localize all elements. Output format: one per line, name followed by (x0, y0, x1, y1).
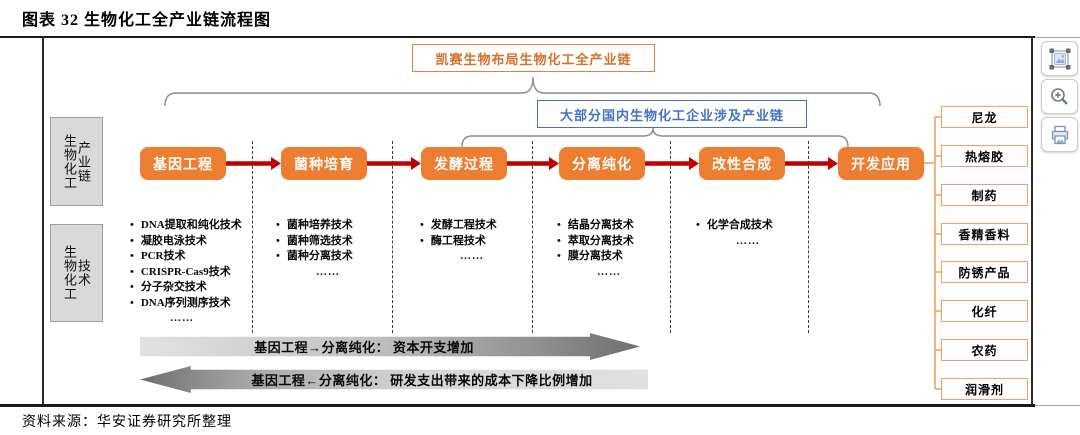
zoom-in-button[interactable] (1041, 79, 1078, 114)
top-rule (0, 36, 1035, 38)
dashed-separator (670, 141, 671, 333)
tech-item: 结晶分离技术 (557, 218, 634, 234)
tech-item: 酶工程技术 (420, 234, 497, 250)
app-chemical-fiber: 化纤 (941, 300, 1028, 322)
source-note: 资料来源：华安证券研究所整理 (22, 415, 232, 430)
tech-item: 分子杂交技术 (130, 280, 242, 296)
side-label-industry-chain: 生物化工 产业链 (50, 117, 103, 206)
tech-more: …… (460, 250, 484, 262)
stage-gene-engineering: 基因工程 (140, 147, 226, 180)
tech-item: DNA提取和纯化技术 (130, 218, 242, 234)
tech-item: 菌种培养技术 (276, 218, 353, 234)
dashed-separator (392, 141, 393, 333)
stage-strain-cultivation: 菌种培育 (281, 147, 367, 180)
tech-item: 化学合成技术 (696, 218, 773, 234)
capex-increase-label: 基因工程→分离纯化： 资本开支增加 (254, 340, 474, 355)
dashed-separator (252, 141, 253, 333)
tech-item: 菌种分离技术 (276, 249, 353, 265)
print-image-button[interactable] (1041, 117, 1078, 152)
dashed-separator (808, 141, 809, 333)
tech-more: …… (316, 265, 340, 278)
cost-decrease-label: 基因工程←分离纯化： 研发支出带来的成本下降比例增加 (251, 373, 593, 388)
tech-item: 凝胶电泳技术 (130, 234, 242, 250)
side-label-main: 生物化工 (62, 133, 77, 190)
tech-list-separation: 结晶分离技术 萃取分离技术 膜分离技术 …… (557, 218, 634, 280)
app-antirust-products: 防锈产品 (941, 261, 1028, 283)
frame-right-line (1031, 36, 1033, 406)
banner-domestic-chain: 大部分国内生物化工企业涉及产业链 (537, 100, 807, 128)
app-pharmaceutical: 制药 (941, 184, 1028, 206)
tech-item: 发酵工程技术 (420, 218, 497, 234)
tech-item: DNA序列测序技术 (130, 296, 242, 312)
cost-decrease-arrow: 基因工程←分离纯化： 研发支出带来的成本下降比例增加 (140, 366, 648, 393)
stage-fermentation: 发酵过程 (421, 147, 507, 180)
tech-more: …… (170, 312, 194, 324)
print-image-icon (1051, 125, 1068, 144)
app-lubricant: 润滑剂 (941, 378, 1028, 400)
tech-item: 萃取分离技术 (557, 234, 634, 250)
tech-more: …… (736, 234, 760, 247)
image-select-button[interactable] (1041, 41, 1078, 76)
application-tree-lines (924, 116, 941, 390)
dashed-separator (532, 141, 533, 333)
brace-domestic-chain (461, 127, 849, 148)
app-hot-melt-adhesive: 热熔胶 (941, 145, 1028, 167)
tech-item: 菌种筛选技术 (276, 234, 353, 250)
stage-separation-purification: 分离纯化 (559, 147, 645, 180)
tech-list-gene-engineering: DNA提取和纯化技术 凝胶电泳技术 PCR技术 CRISPR-Cas9技术 分子… (130, 218, 242, 327)
app-pesticide: 农药 (941, 339, 1028, 361)
bottom-rule (0, 404, 1035, 407)
side-label-sub: 产业链 (76, 140, 91, 183)
tech-item: CRISPR-Cas9技术 (130, 265, 242, 281)
zoom-in-icon (1050, 87, 1068, 105)
tech-item: PCR技术 (130, 249, 242, 265)
tech-list-synthesis: 化学合成技术 …… (696, 218, 773, 249)
side-label-technology: 生物化工 技术 (50, 224, 103, 322)
app-nylon: 尼龙 (941, 106, 1028, 128)
bottom-rule-right (1035, 405, 1080, 406)
tech-list-strain-cultivation: 菌种培养技术 菌种筛选技术 菌种分离技术 …… (276, 218, 353, 280)
tech-item: 膜分离技术 (557, 249, 634, 265)
stage-development-application: 开发应用 (838, 147, 924, 180)
viewer-toolbar (1041, 41, 1078, 152)
banner-kaisai-chain: 凯赛生物布局生物化工全产业链 (412, 44, 655, 72)
capex-increase-arrow: 基因工程→分离纯化： 资本开支增加 (140, 333, 640, 360)
tech-list-fermentation: 发酵工程技术 酶工程技术 …… (420, 218, 497, 265)
image-select-icon (1049, 48, 1070, 69)
stage-modification-synthesis: 改性合成 (699, 147, 785, 180)
tech-more: …… (597, 265, 621, 278)
side-label-sub: 技术 (76, 259, 91, 287)
figure-title: 图表 32 生物化工全产业链流程图 (22, 12, 272, 29)
side-label-main: 生物化工 (62, 245, 77, 301)
top-rule-right (1035, 36, 1080, 38)
frame-left-line (42, 36, 44, 406)
app-flavors-fragrances: 香精香料 (941, 223, 1028, 245)
